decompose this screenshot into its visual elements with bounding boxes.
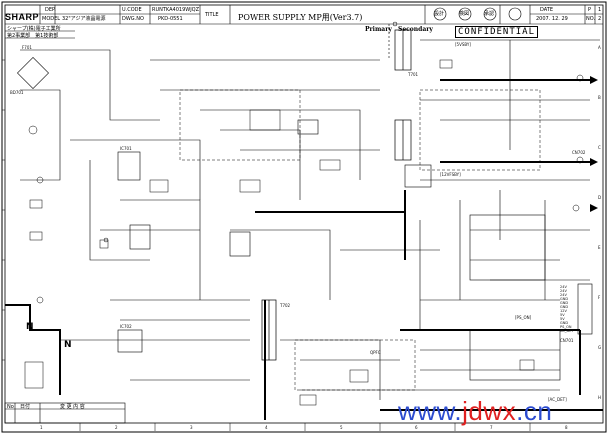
connector-pin-label: GND (560, 297, 569, 301)
label-cn702: CN702 (572, 150, 586, 155)
company-logo: SHARP (5, 12, 40, 22)
label-12vfsby: [12VFSBY] (440, 172, 461, 177)
label-t702: T702 (280, 303, 291, 308)
date-value: 2007. 12. 29 (536, 16, 568, 22)
model-value: 32"アジア液晶電源 (62, 16, 106, 22)
rev-date-header: 日付 (20, 404, 31, 410)
label-ic702: IC702 (120, 324, 132, 329)
connector-pin-label: GND (560, 305, 569, 309)
ucode-value: RUNTKA4019WJQZ (152, 7, 200, 13)
grid-column-label: 7 (490, 425, 493, 430)
grid-row-label: A (598, 45, 601, 50)
confidential-stamp: CONFIDENTIAL (455, 26, 539, 38)
label-ps-on: [PS_ON] (515, 315, 532, 320)
date-label: DATE (540, 7, 554, 13)
ucode-label: U.CODE (122, 7, 142, 13)
label-5vsby: [5VSBY] (455, 42, 471, 47)
connector-pin-label: 24V (560, 293, 567, 297)
title-label: TITLE (205, 12, 219, 18)
zone-secondary: Secondary (398, 26, 433, 33)
label-n-1: N (26, 322, 34, 332)
label-bd701: BD701 (10, 90, 24, 95)
watermark-suffix: .cn (516, 396, 553, 426)
grid-column-label: 3 (190, 425, 193, 430)
grid-column-label: 1 (40, 425, 43, 430)
page-value: 1 (598, 7, 602, 13)
grid-row-label: C (598, 145, 601, 150)
page-label: P (588, 7, 592, 13)
grid-row-label: G (598, 345, 602, 350)
zone-primary: Primary (365, 26, 392, 33)
grid-column-label: 4 (265, 425, 268, 430)
dwgno-label: DWG.NO (122, 16, 144, 22)
label-t701: T701 (408, 72, 419, 77)
label-n-2: N (64, 340, 72, 350)
sheet-no-label: NO. (586, 16, 596, 22)
grid-row-label: H (598, 395, 602, 400)
connector-pin-label: PS_ON (560, 325, 572, 329)
label-qpfc: QPFC (370, 350, 381, 355)
connector-pin-label: 24V (560, 289, 567, 293)
stamp-approve: 承認 (484, 11, 495, 17)
org-line-2: 第2事業部 第1技術部 (7, 33, 59, 39)
connector-pin-label: GND (560, 321, 569, 325)
connector-pin-label: GND (560, 301, 569, 305)
connector-pin-label: AC_DET (560, 329, 574, 333)
label-f701: F701 (22, 45, 32, 50)
connector-pin-label: 24V (560, 285, 567, 289)
grid-row-label: F (598, 295, 601, 300)
model-label: MODEL (42, 16, 61, 22)
grid-row-label: B (598, 95, 601, 100)
drawing-title: POWER SUPPLY MP用(Ver3.7) (238, 13, 363, 22)
grid-column-label: 5 (340, 425, 343, 430)
dept-label: DEP. (45, 7, 56, 13)
connector-pin-label: 5V (560, 313, 565, 317)
stamp-design: 設計 (434, 11, 445, 17)
stamp-check: 検図 (459, 11, 470, 17)
connector-pin-label: 12V (560, 309, 567, 313)
grid-column-label: 6 (415, 425, 418, 430)
watermark-name: jdwx (462, 396, 517, 426)
rev-no-header: No (7, 404, 14, 410)
sheet-no-value: 2 (598, 16, 602, 22)
site-watermark: www.jdwx.cn (398, 396, 552, 427)
watermark-prefix: www. (398, 396, 463, 426)
org-line-1: シャープ(株)電子工業所 (7, 26, 61, 32)
label-ac-det: [AC_DET] (548, 397, 567, 402)
grid-column-label: 2 (115, 425, 118, 430)
grid-column-label: 8 (565, 425, 568, 430)
grid-row-label: D (598, 195, 602, 200)
grid-row-label: E (598, 245, 601, 250)
dwgno-value: PKD-0551 (158, 16, 183, 22)
rev-content-header: 変 更 内 容 (60, 404, 85, 410)
label-ic701: IC701 (120, 146, 132, 151)
label-cn701: CN701 (560, 338, 574, 343)
connector-pin-label: 5V (560, 317, 565, 321)
